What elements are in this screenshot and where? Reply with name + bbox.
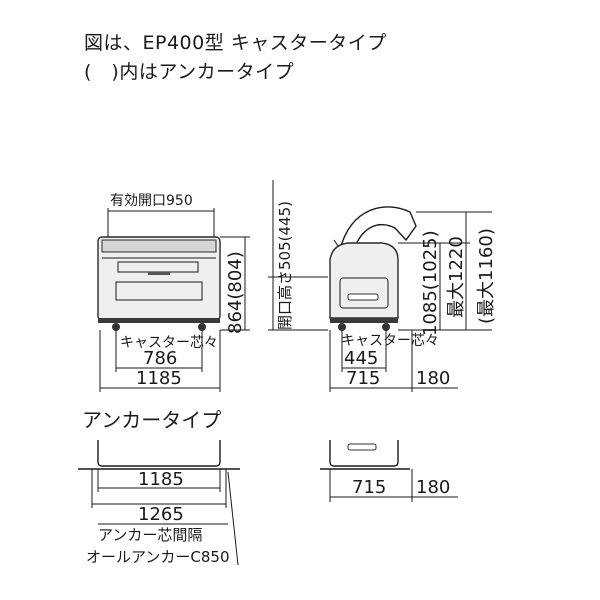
front-lid — [101, 239, 217, 253]
caster-wheel — [338, 323, 346, 331]
anchor-side-lid-depth-value: 180 — [416, 477, 450, 498]
front-handle — [148, 272, 170, 275]
front-door — [115, 281, 203, 301]
side-body — [329, 242, 399, 319]
diagram-subtitle: ( )内はアンカータイプ — [84, 61, 295, 83]
max-height-value: 最大1220 — [446, 236, 467, 318]
side-panel — [339, 277, 389, 309]
anchor-pitch-label: アンカー芯間隔 — [98, 526, 202, 544]
front-base — [98, 318, 220, 323]
opening-height-value: 開口高さ505(445) — [276, 201, 294, 330]
caster-center-value: 786 — [143, 348, 177, 369]
leader-line — [227, 471, 239, 566]
anchor-side-body — [329, 440, 399, 467]
caster-wheel — [198, 323, 206, 331]
side-caster-center-value: 445 — [344, 348, 378, 369]
side-base — [330, 318, 398, 323]
anchor-front-body — [97, 440, 221, 467]
side-logo-plate — [347, 293, 379, 301]
side-height-value: 1085(1025) — [420, 230, 441, 336]
anchor-pitch-value: オールアンカーC850 — [86, 548, 230, 566]
anchor-side-depth-value: 715 — [352, 477, 386, 498]
caster-wheel — [112, 323, 120, 331]
side-lid-depth-value: 180 — [416, 368, 450, 389]
open-lid — [339, 206, 417, 257]
front-view: 有効開口950 キャスター芯々 786 1185 864(804) 開口高さ50… — [97, 180, 328, 392]
caster-center-label: キャスター芯々 — [120, 335, 218, 351]
max-height-anchor-value: (最大1160) — [476, 228, 497, 324]
front-width-value: 1185 — [136, 368, 182, 389]
front-height-value: 864(804) — [225, 251, 246, 334]
anchor-heading: アンカータイプ — [82, 408, 221, 432]
side-view: キャスター芯々 445 715 180 1085(1025) 最大1220 (最… — [329, 206, 497, 392]
diagram-title: 図は、EP400型 キャスタータイプ — [84, 32, 387, 54]
anchor-width-value: 1185 — [138, 469, 184, 490]
anchor-section: アンカータイプ 1185 1265 アンカー芯間隔 オールアンカーC850 71… — [78, 408, 458, 566]
opening-width-label: 有効開口950 — [110, 193, 193, 209]
anchor-base-width-value: 1265 — [138, 504, 184, 525]
side-depth-value: 715 — [346, 368, 380, 389]
caster-wheel — [382, 323, 390, 331]
anchor-side-logo-plate — [347, 443, 377, 451]
side-caster-center-label: キャスター芯々 — [341, 333, 439, 349]
